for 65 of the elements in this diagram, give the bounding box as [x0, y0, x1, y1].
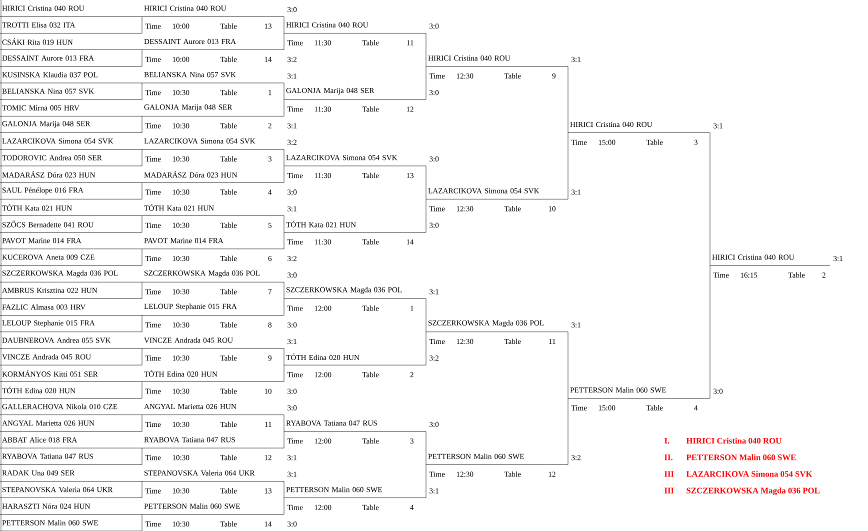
- bracket-line: [134, 448, 142, 465]
- bracket-line: [134, 348, 142, 366]
- bracket-line: [560, 132, 568, 200]
- bracket-line: [418, 298, 426, 332]
- bracket-line: [418, 198, 426, 233]
- bracket-line: [134, 116, 142, 133]
- bracket-line: [276, 364, 284, 382]
- bracket-line: [134, 182, 142, 183]
- bracket-line: [276, 414, 284, 432]
- ranking-text: III: [664, 471, 674, 477]
- ranking-text: II.: [664, 454, 672, 460]
- bracket-line: [134, 381, 142, 382]
- bracket-line: [276, 431, 284, 448]
- bracket-line: [134, 182, 142, 200]
- bracket-line: [418, 66, 426, 100]
- ranking-text: HIRICI Cristina 040 ROU: [686, 438, 782, 444]
- bracket-line: [134, 514, 142, 531]
- bracket-line: [418, 33, 426, 67]
- bracket-line: [418, 332, 426, 366]
- bracket-line: [134, 50, 142, 67]
- bracket-line: [134, 481, 142, 498]
- bracket-line: [134, 149, 142, 150]
- bracket-line: [134, 16, 142, 17]
- bracket-line: [276, 82, 284, 100]
- bracket-line: [134, 16, 142, 34]
- bracket-line: [560, 398, 568, 465]
- bracket-line: [134, 348, 142, 349]
- bracket-line: [276, 348, 284, 366]
- bracket-line: [418, 464, 426, 498]
- bracket-line: [276, 16, 284, 34]
- bracket-line: [134, 315, 142, 332]
- bracket-line: [702, 132, 710, 266]
- bracket-line: [276, 282, 284, 299]
- bracket-line: [418, 431, 426, 465]
- bracket-line: [276, 149, 284, 166]
- bracket-line: [134, 82, 142, 84]
- bracket-line: [276, 232, 284, 250]
- bracket-line: [276, 498, 284, 515]
- bracket-line: [134, 414, 142, 432]
- bracket-line: [134, 149, 142, 166]
- ranking-text: III: [664, 488, 674, 494]
- bracket-line: [418, 166, 426, 200]
- bracket-line: [134, 282, 142, 299]
- bracket-line: [276, 99, 284, 116]
- bracket-line: [276, 216, 284, 233]
- bracket-line: [134, 82, 142, 100]
- ranking-text: PETTERSON Malin 060 SWE: [686, 454, 796, 460]
- bracket-line: [560, 66, 568, 133]
- bracket-line: [134, 381, 142, 398]
- ranking-text: LAZARCIKOVA Simona 054 SVK: [686, 470, 812, 477]
- bracket-line: [134, 248, 142, 250]
- bracket-line: [702, 265, 710, 398]
- ranking-text: SZCZERKOWSKA Magda 036 POL: [686, 487, 820, 496]
- bracket-line: [276, 481, 284, 498]
- bracket-line: [276, 166, 284, 183]
- bracket-line: [276, 33, 284, 50]
- bracket-line: [134, 414, 142, 416]
- bracket-line: [560, 332, 568, 398]
- bracket-line: [134, 481, 142, 482]
- bracket-line: [134, 248, 142, 266]
- bracket-line: [276, 298, 284, 316]
- bracket-line: [134, 216, 142, 233]
- bracket-line: [134, 514, 142, 515]
- bracket-line: [134, 315, 142, 316]
- ranking-text: I.: [664, 438, 670, 444]
